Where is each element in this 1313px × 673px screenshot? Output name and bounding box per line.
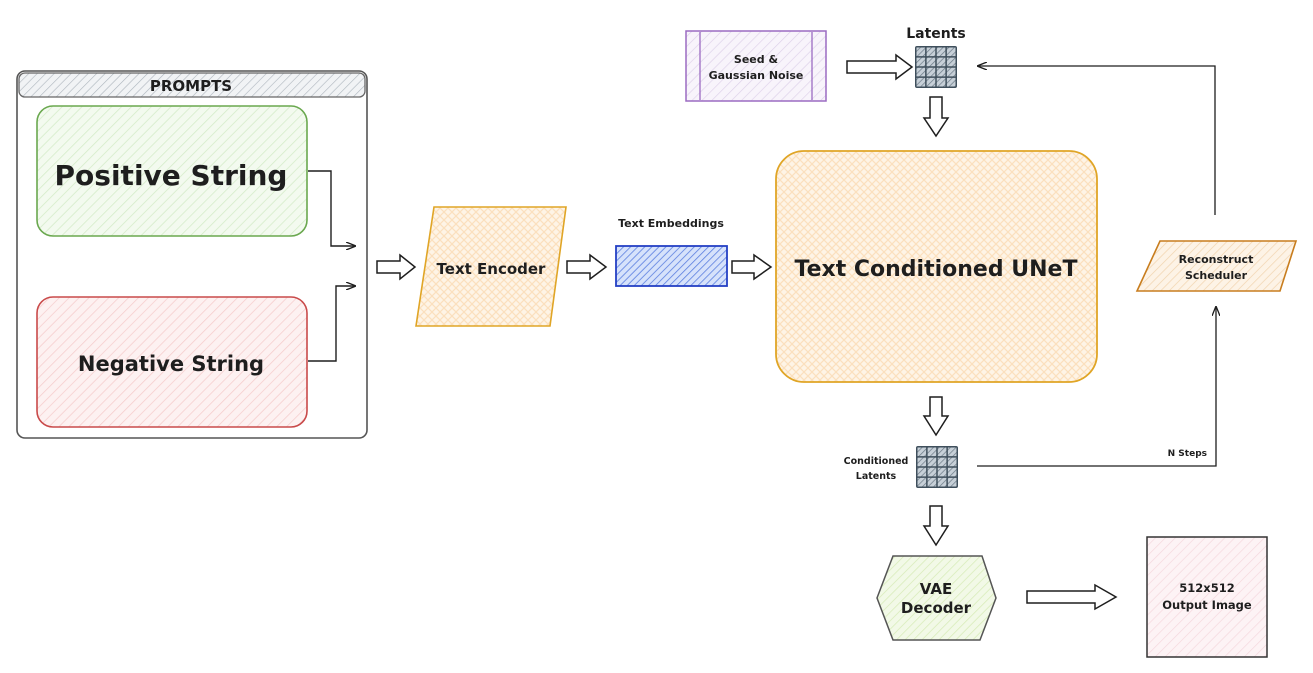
latents-grid-icon xyxy=(915,46,957,88)
latent-cell xyxy=(937,457,947,467)
vae-decoder-shape xyxy=(876,555,997,641)
latent-cell xyxy=(946,47,956,57)
seed-noise-line2: Gaussian Noise xyxy=(709,69,804,82)
text-encoder-node[interactable]: Text Encoder xyxy=(415,206,567,327)
latent-cell xyxy=(947,467,957,477)
seed-noise-box xyxy=(685,30,827,102)
latent-cell xyxy=(946,57,956,67)
text-embeddings-box xyxy=(615,245,728,287)
positive-string-node[interactable]: Positive String xyxy=(36,105,308,237)
text-encoder-label: Text Encoder xyxy=(437,260,547,278)
latent-cell xyxy=(937,467,947,477)
latent-cell xyxy=(947,457,957,467)
negative-string-node[interactable]: Negative String xyxy=(36,296,308,428)
seed-noise-node[interactable]: Seed & Gaussian Noise xyxy=(685,30,827,102)
latent-cell xyxy=(946,67,956,77)
positive-string-box xyxy=(36,105,308,237)
scheduler-line1: Reconstruct xyxy=(1179,253,1254,266)
latents-label: Latents xyxy=(906,26,966,42)
latent-cell xyxy=(947,477,957,487)
text-embeddings-node[interactable]: Text Embeddings xyxy=(615,217,728,287)
latent-cell xyxy=(916,67,926,77)
latent-cell xyxy=(927,457,937,467)
positive-string-label: Positive String xyxy=(55,159,288,192)
latent-cell xyxy=(917,457,927,467)
scheduler-line2: Scheduler xyxy=(1185,269,1248,282)
n-steps-arrow xyxy=(977,307,1216,467)
latent-cell xyxy=(917,477,927,487)
latent-cell xyxy=(927,477,937,487)
latent-cell xyxy=(916,77,926,87)
unet-label: Text Conditioned UNeT xyxy=(795,257,1078,282)
negative-string-label: Negative String xyxy=(78,352,264,376)
latent-cell xyxy=(946,77,956,87)
latent-cell xyxy=(917,447,927,457)
scheduler-node[interactable]: Reconstruct Scheduler xyxy=(1135,240,1298,292)
scheduler-shape xyxy=(1135,240,1298,292)
latent-cell xyxy=(916,47,926,57)
latent-cell xyxy=(936,47,946,57)
latent-cell xyxy=(936,77,946,87)
latent-cell xyxy=(937,477,947,487)
arrow-latents-to-unet-icon xyxy=(922,96,950,138)
output-image-line2: Output Image xyxy=(1162,598,1252,612)
latent-grid-frame xyxy=(916,446,958,488)
conditioned-latents-grid-icon xyxy=(916,446,958,488)
arrow-conditioned-to-vae-icon xyxy=(922,505,950,547)
vae-decoder-line1: VAE xyxy=(920,580,952,598)
conditioned-latents-line1: Conditioned xyxy=(844,456,909,467)
latent-cell xyxy=(937,447,947,457)
latent-cell xyxy=(936,67,946,77)
seed-noise-line1: Seed & xyxy=(734,53,779,66)
arrow-vae-to-output-icon xyxy=(1026,583,1118,611)
latent-grid-frame xyxy=(915,46,957,88)
prompts-title: PROMPTS xyxy=(150,77,232,95)
arrow-seed-to-latents-icon xyxy=(846,53,914,81)
positive-connector-arrow xyxy=(308,170,355,246)
arrow-to-encoder-icon xyxy=(376,253,417,281)
latent-cell xyxy=(926,77,936,87)
n-steps-label: N Steps xyxy=(1168,449,1207,459)
latent-cell xyxy=(917,467,927,477)
latent-cell xyxy=(926,47,936,57)
arrow-to-embeddings-icon xyxy=(566,253,608,281)
vae-decoder-line2: Decoder xyxy=(901,599,972,617)
text-encoder-shape xyxy=(415,206,567,327)
output-image-box xyxy=(1146,536,1268,658)
loop-back-arrow xyxy=(978,66,1216,215)
conditioned-latents-line2: Latents xyxy=(856,471,897,482)
latent-cell xyxy=(927,447,937,457)
latent-cell xyxy=(926,57,936,67)
unet-node[interactable]: Text Conditioned UNeT xyxy=(775,150,1098,383)
arrow-unet-to-conditioned-icon xyxy=(922,396,950,437)
output-image-line1: 512x512 xyxy=(1179,581,1234,595)
unet-box xyxy=(775,150,1098,383)
prompts-header xyxy=(18,72,366,98)
arrow-to-unet-icon xyxy=(731,253,773,281)
latent-cell xyxy=(926,67,936,77)
text-embeddings-label: Text Embeddings xyxy=(618,217,724,230)
latent-cell xyxy=(916,57,926,67)
latents-node[interactable]: Latents xyxy=(906,26,966,88)
negative-string-box xyxy=(36,296,308,428)
latent-cell xyxy=(947,447,957,457)
output-image-node[interactable]: 512x512 Output Image xyxy=(1146,536,1268,658)
latent-cell xyxy=(936,57,946,67)
latent-cell xyxy=(927,467,937,477)
vae-decoder-node[interactable]: VAE Decoder xyxy=(876,555,997,641)
negative-connector-arrow xyxy=(308,286,355,362)
conditioned-latents-node[interactable]: Conditioned Latents xyxy=(844,446,958,488)
